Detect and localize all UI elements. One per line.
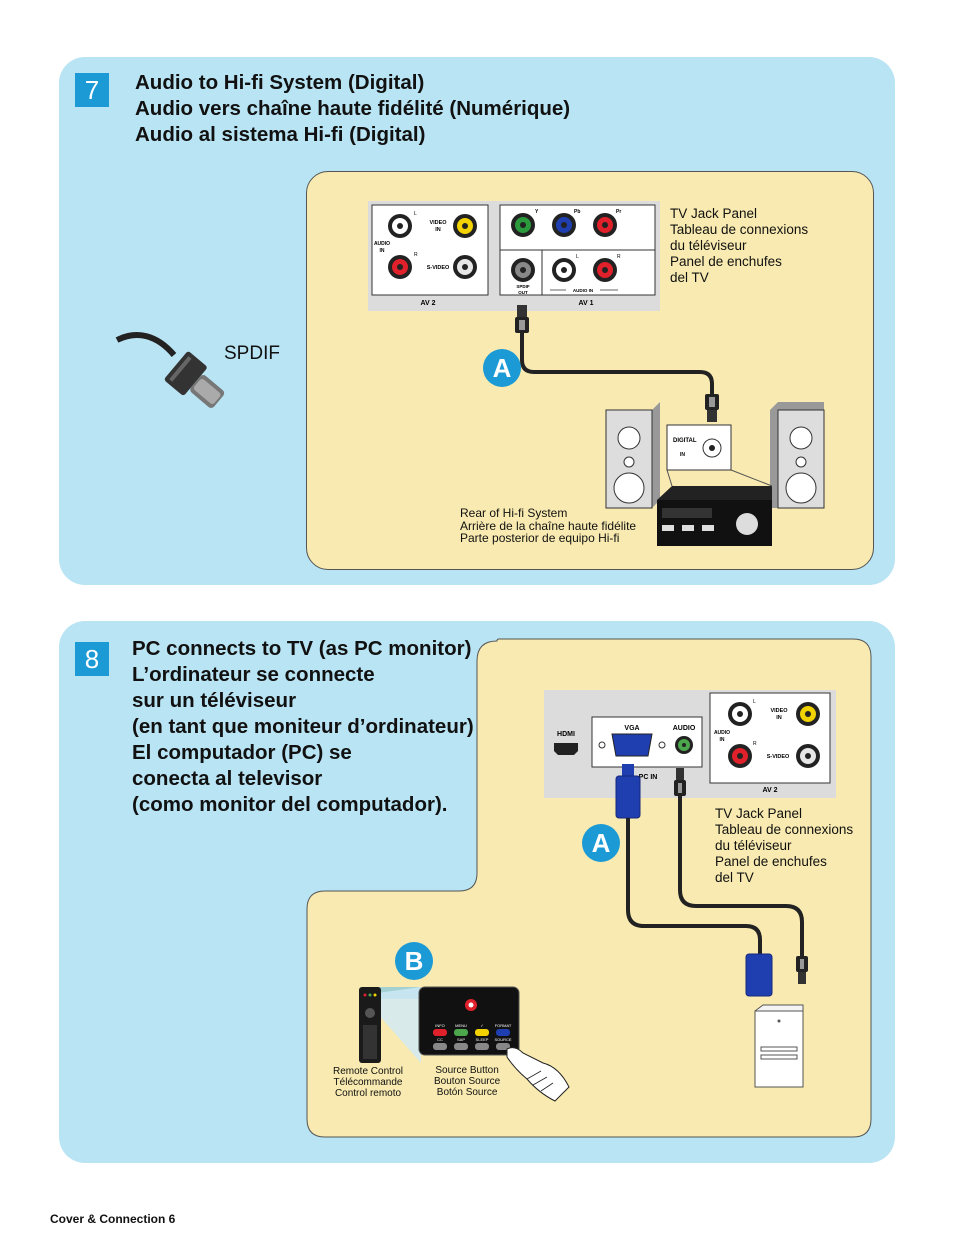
svg-text:AUDIO: AUDIO: [374, 241, 390, 247]
step8-title-line7: (como monitor del computador).: [132, 793, 448, 816]
remote-caption: Remote Control Télécommande Control remo…: [333, 1066, 404, 1099]
svg-text:SAP: SAP: [457, 1037, 465, 1042]
tv-jack-panel-av: AV 2 AV 1 VIDEO IN S-VIDEO AUDIO IN L R …: [368, 201, 660, 311]
svg-text:S-VIDEO: S-VIDEO: [767, 754, 790, 760]
svg-text:FORMAT: FORMAT: [495, 1023, 512, 1028]
svg-text:✓: ✓: [480, 1023, 483, 1028]
svg-text:L: L: [753, 699, 756, 705]
step7-callout-a: A: [483, 349, 521, 387]
av2-label: AV 2: [420, 300, 435, 307]
svg-text:VIDEO: VIDEO: [770, 708, 788, 714]
step8-title-line5: El computador (PC) se: [132, 741, 352, 764]
step7-number: 7: [75, 73, 109, 107]
step8-title-line6: conecta al televisor: [132, 767, 323, 790]
step8-callout-a: A: [582, 824, 620, 862]
svg-text:SPDIF: SPDIF: [516, 284, 530, 289]
svg-text:OUT: OUT: [518, 290, 528, 295]
step8-title-line1: PC connects to TV (as PC monitor): [132, 637, 472, 660]
page-footer: Cover & Connection 6: [50, 1212, 176, 1226]
pc-tower-illustration: [754, 1004, 804, 1088]
svg-text:A: A: [493, 353, 512, 383]
svg-text:Pb: Pb: [574, 209, 580, 215]
svg-text:IN: IN: [680, 452, 685, 458]
svg-text:R: R: [617, 254, 621, 260]
svg-text:MENU: MENU: [455, 1023, 467, 1028]
svg-text:L: L: [414, 211, 417, 217]
tv-jack-panel-pc: HDMI VGA AUDIO PC IN VIDEO IN S-VIDEO AU…: [544, 690, 836, 798]
svg-text:SLEEP: SLEEP: [476, 1037, 489, 1042]
svg-text:INFO: INFO: [435, 1023, 445, 1028]
spdif-label: SPDIF: [224, 343, 280, 364]
step7-title-line1: Audio to Hi-fi System (Digital): [135, 71, 425, 94]
svg-text:AUDIO: AUDIO: [714, 730, 730, 736]
svg-text:Pr: Pr: [616, 209, 621, 215]
step7-cable: [515, 305, 719, 422]
svg-text:CC: CC: [437, 1037, 443, 1042]
svg-text:AUDIO IN: AUDIO IN: [573, 288, 593, 293]
step7-title-line3: Audio al sistema Hi-fi (Digital): [135, 123, 426, 146]
svg-text:Y: Y: [535, 209, 539, 215]
svg-text:HDMI: HDMI: [557, 731, 575, 738]
svg-text:IN: IN: [720, 737, 725, 743]
step8-callout-b: B: [395, 942, 433, 980]
video-in-label: VIDEO: [429, 220, 447, 226]
hifi-caption: Rear of Hi-fi System Arrière de la chaîn…: [460, 506, 637, 545]
s-video-label: S-VIDEO: [427, 265, 450, 271]
svg-text:AV 2: AV 2: [762, 787, 777, 794]
step8-title-line3: sur un téléviseur: [132, 689, 297, 712]
svg-text:A: A: [592, 828, 611, 858]
svg-text:R: R: [753, 741, 757, 747]
svg-text:VGA: VGA: [624, 725, 639, 732]
svg-text:PC IN: PC IN: [639, 774, 658, 781]
svg-text:L: L: [576, 254, 579, 260]
step8-tv-panel-caption: TV Jack Panel Tableau de connexions du t…: [715, 806, 854, 885]
svg-text:SOURCE: SOURCE: [494, 1037, 511, 1042]
step7-tv-panel-caption: TV Jack Panel Tableau de connexions du t…: [670, 206, 809, 285]
svg-text:IN: IN: [776, 715, 782, 721]
step8-number: 8: [75, 642, 109, 676]
source-button-caption: Source Button Bouton Source Botón Source: [434, 1065, 501, 1098]
svg-text:IN: IN: [435, 227, 441, 233]
av1-label: AV 1: [578, 300, 593, 307]
svg-text:B: B: [405, 946, 424, 976]
spdif-plug-illustration: [115, 332, 225, 408]
svg-text:IN: IN: [380, 248, 385, 254]
svg-text:DIGITAL: DIGITAL: [673, 438, 697, 444]
step8-title-line2: L’ordinateur se connecte: [132, 663, 375, 686]
svg-text:AUDIO: AUDIO: [673, 725, 696, 732]
hifi-system-illustration: DIGITAL IN: [605, 402, 825, 546]
step8-cables: [615, 764, 808, 997]
remote-control-illustration: INFO MENU ✓ FORMAT CC SAP SLEEP SOURCE: [359, 986, 570, 1102]
step8-title-line4: (en tant que moniteur d’ordinateur): [132, 715, 474, 738]
step7-title-line2: Audio vers chaîne haute fidélité (Numéri…: [135, 97, 571, 120]
svg-text:R: R: [414, 252, 418, 258]
